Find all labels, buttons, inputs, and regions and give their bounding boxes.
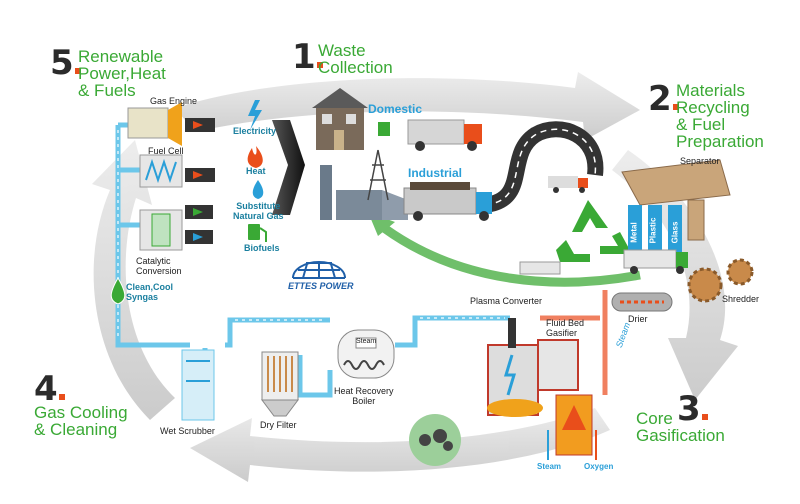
separator [621, 159, 731, 260]
steam-input-label: Steam [537, 462, 562, 471]
cycle-arrow-top [175, 72, 640, 140]
industrial-label: Industrial [408, 166, 463, 180]
output-big-arrow [272, 120, 305, 215]
fuel-cell [139, 154, 183, 188]
drier [611, 292, 673, 312]
cycle-arrow-bottom [190, 408, 610, 482]
metal-label: Metal [629, 222, 639, 243]
biofuels-label: Biofuels [244, 243, 280, 253]
house [312, 88, 368, 150]
step1-number: 1 [292, 40, 323, 74]
heat-label: Heat [246, 166, 266, 176]
step4-number: 4 [34, 372, 65, 406]
industrial-truck [403, 182, 492, 221]
plasma-converter-label: Plasma Converter [470, 296, 543, 306]
output-arrows [185, 118, 215, 244]
heat-recovery-boiler [337, 329, 395, 379]
domestic-truck [378, 119, 482, 151]
step5-number: 5 [50, 46, 81, 80]
road [483, 121, 604, 213]
step4-title: Gas Cooling& Cleaning [34, 403, 128, 439]
step3-number: 3 [677, 392, 708, 426]
gas-engine [127, 102, 182, 146]
step2-number: 2 [648, 82, 679, 116]
fluid-bed-gasifier [537, 339, 593, 456]
dry-filter [261, 351, 299, 417]
gas-engine-label: Gas Engine [150, 96, 198, 106]
syngas-drop-icon [110, 276, 126, 305]
separator-label: Separator [680, 156, 720, 166]
cycle-arrows [92, 72, 738, 482]
boiler-steam-label: Steam [356, 338, 377, 345]
glass-label: Glass [670, 221, 680, 244]
small-truck [548, 176, 588, 193]
recycle-icon [556, 200, 632, 262]
wet-scrubber-label: Wet Scrubber [160, 426, 215, 436]
logo-globe-icon [292, 261, 346, 279]
shredder-label: Shredder [722, 294, 760, 304]
recycling-truck [519, 249, 688, 275]
drier-label: Drier [628, 314, 648, 324]
slag-recycle [409, 414, 461, 466]
steam-arrow [547, 430, 597, 460]
plastic-label: Plastic [648, 217, 658, 244]
domestic-label: Domestic [368, 102, 423, 116]
recycle-return-arrow [377, 221, 641, 287]
fuel-pump-icon [248, 224, 267, 242]
factory [320, 149, 408, 220]
dry-filter-label: Dry Filter [260, 420, 297, 430]
wet-scrubber [181, 349, 215, 421]
catalytic-converter [139, 209, 183, 251]
drop-icon [252, 180, 264, 199]
bolt-icon [248, 100, 262, 130]
logo-text: ETTES POWER [288, 281, 354, 291]
shredder [687, 258, 754, 303]
plasma-converter [487, 318, 543, 417]
oxygen-input-label: Oxygen [584, 462, 614, 471]
hot-pipes [540, 290, 608, 395]
cycle-arrow-right [612, 150, 738, 400]
electricity-label: Electricity [233, 126, 277, 136]
cycle-arrow-left [92, 140, 175, 420]
flame-icon [247, 146, 263, 168]
fuel-cell-label: Fuel Cell [148, 146, 184, 156]
